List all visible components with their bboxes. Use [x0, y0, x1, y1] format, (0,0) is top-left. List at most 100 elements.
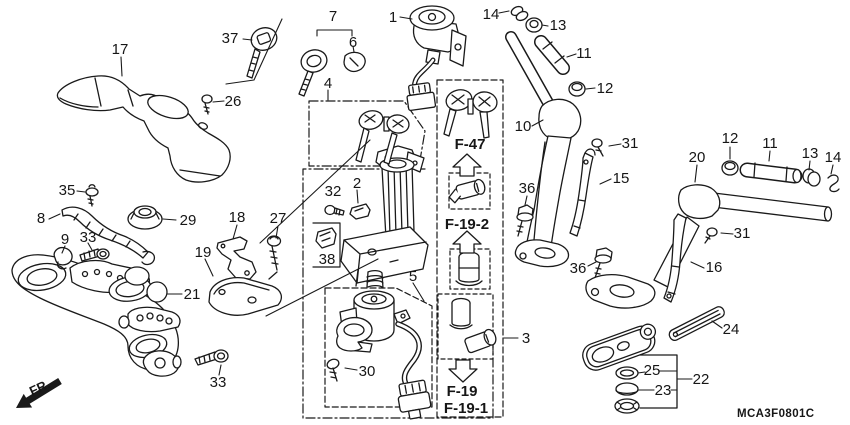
bolt-33-upper	[79, 248, 110, 262]
callout-5: 5	[409, 268, 417, 285]
callout-21: 21	[184, 286, 201, 303]
callout-35: 35	[59, 182, 76, 199]
clip-14-right	[827, 174, 840, 193]
callout-11-top: 11	[576, 45, 592, 62]
callout-9: 9	[61, 231, 69, 248]
switch-assembly-box-5	[324, 287, 433, 408]
callout-36-lower: 36	[570, 260, 587, 277]
weight-nut-12-right	[721, 160, 739, 176]
callout-24: 24	[723, 321, 740, 338]
switch-connector	[397, 379, 432, 420]
handlebar-bracket-16	[663, 213, 687, 303]
reference-labels: F-47 F-19-2 F-19 F-19-1	[444, 136, 489, 417]
fob-battery-23	[615, 382, 639, 396]
ref-f19-1: F-19-1	[444, 400, 488, 417]
fob-ring-25	[615, 366, 639, 380]
callout-33-lower: 33	[210, 374, 227, 391]
flange-bolt-36-lower	[594, 247, 613, 279]
callout-19: 19	[195, 244, 212, 261]
ref-f19-2: F-19-2	[445, 216, 489, 233]
base-plate-19	[208, 276, 283, 316]
callout-12-top: 12	[597, 80, 614, 97]
callout-1: 1	[389, 9, 397, 26]
callout-17: 17	[112, 41, 129, 58]
cylinder-box-f19-2	[449, 248, 491, 290]
lock-set-column-box	[436, 79, 504, 418]
ignition-switch-contact-base	[409, 5, 467, 99]
callout-25: 25	[644, 362, 661, 379]
wire-connector	[406, 82, 437, 112]
fob-group-bracket	[639, 354, 678, 409]
cable-guide-8	[61, 206, 156, 266]
cylinder-box-f19	[437, 293, 494, 360]
lock-cylinder-f47	[448, 178, 486, 204]
spare-key	[246, 27, 278, 79]
callout-32: 32	[325, 183, 342, 200]
up-arrow-icon-f19-2	[452, 230, 482, 254]
callout-23: 23	[655, 382, 672, 399]
key-cover	[343, 51, 366, 73]
screw-32	[324, 204, 345, 216]
switch-bracket-15	[569, 148, 596, 237]
master-key	[298, 49, 328, 97]
down-arrow-icon-f19	[448, 359, 478, 383]
switch-wire	[395, 321, 422, 387]
up-arrow-icon-f47	[452, 153, 482, 177]
ref-f19: F-19	[447, 383, 478, 400]
lock-plate-24	[668, 306, 725, 341]
bolt-33-lower	[194, 349, 229, 366]
screw-26	[201, 94, 213, 115]
front-direction-label: FR.	[27, 376, 52, 398]
handlebar-right	[585, 184, 833, 309]
callout-3: 3	[522, 330, 530, 347]
front-direction-arrow-icon	[16, 378, 62, 408]
screw-30	[326, 358, 340, 382]
handlebar-left	[505, 31, 582, 268]
switch-bracket-18	[216, 236, 257, 280]
flange-bolt-36-upper	[516, 204, 534, 237]
callout-6: 6	[349, 34, 357, 51]
callout-26: 26	[225, 93, 242, 110]
callout-29: 29	[180, 212, 197, 229]
callout-14-right: 14	[825, 149, 842, 166]
clip-2	[349, 203, 371, 220]
callout-13-right: 13	[802, 145, 819, 162]
key-fob-remote	[582, 323, 657, 371]
callout-30: 30	[359, 363, 376, 380]
wire-clamp	[336, 316, 373, 352]
ref-f47: F-47	[455, 136, 486, 153]
leader-lines	[48, 10, 834, 391]
callout-13-top: 13	[550, 17, 567, 34]
callout-22: 22	[693, 371, 710, 388]
callout-16: 16	[706, 259, 723, 276]
callout-31-right: 31	[734, 225, 751, 242]
callout-18: 18	[229, 209, 246, 226]
flange-nut-29	[127, 205, 163, 230]
fob-gasket	[614, 398, 640, 414]
callout-7: 7	[329, 8, 337, 25]
ignition-switch-body	[340, 145, 429, 287]
bar-weight-11-right	[739, 162, 803, 184]
callout-15: 15	[613, 170, 630, 187]
bolt-27	[266, 235, 282, 280]
callout-12-right: 12	[722, 130, 739, 147]
group-boxes	[302, 79, 504, 419]
key-set-4	[355, 110, 410, 165]
rubber-mount-13-top	[525, 17, 543, 33]
callout-4: 4	[324, 75, 332, 92]
screw-31-left	[591, 138, 604, 157]
key-set-f47	[443, 89, 498, 139]
top-bridge	[11, 254, 182, 377]
handlebar-upper-cover	[56, 75, 231, 183]
callout-20: 20	[689, 149, 706, 166]
weight-nut-12-top	[568, 81, 586, 97]
key-set-box-4	[308, 100, 426, 167]
callout-11-right: 11	[762, 135, 778, 152]
spring	[366, 269, 384, 289]
screw-35	[85, 184, 99, 207]
callout-10: 10	[515, 118, 532, 135]
callout-14-top: 14	[483, 6, 500, 23]
diagram-code: MCA3F0801C	[737, 408, 815, 420]
lock-cylinder-f19	[449, 297, 497, 354]
